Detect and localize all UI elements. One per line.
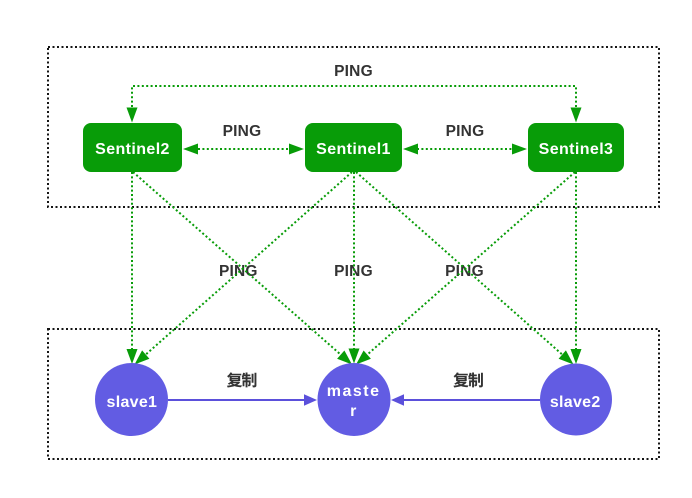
svg-text:r: r [350,403,358,420]
svg-text:PING: PING [334,63,373,80]
svg-text:maste: maste [327,383,381,400]
svg-text:Sentinel2: Sentinel2 [95,141,170,158]
svg-text:Sentinel3: Sentinel3 [539,141,614,158]
svg-text:PING: PING [445,263,484,280]
svg-text:slave2: slave2 [550,394,601,411]
svg-text:slave1: slave1 [107,394,158,411]
svg-text:PING: PING [223,123,262,140]
svg-text:PING: PING [334,263,373,280]
svg-text:Sentinel1: Sentinel1 [316,141,391,158]
svg-text:PING: PING [446,123,485,140]
